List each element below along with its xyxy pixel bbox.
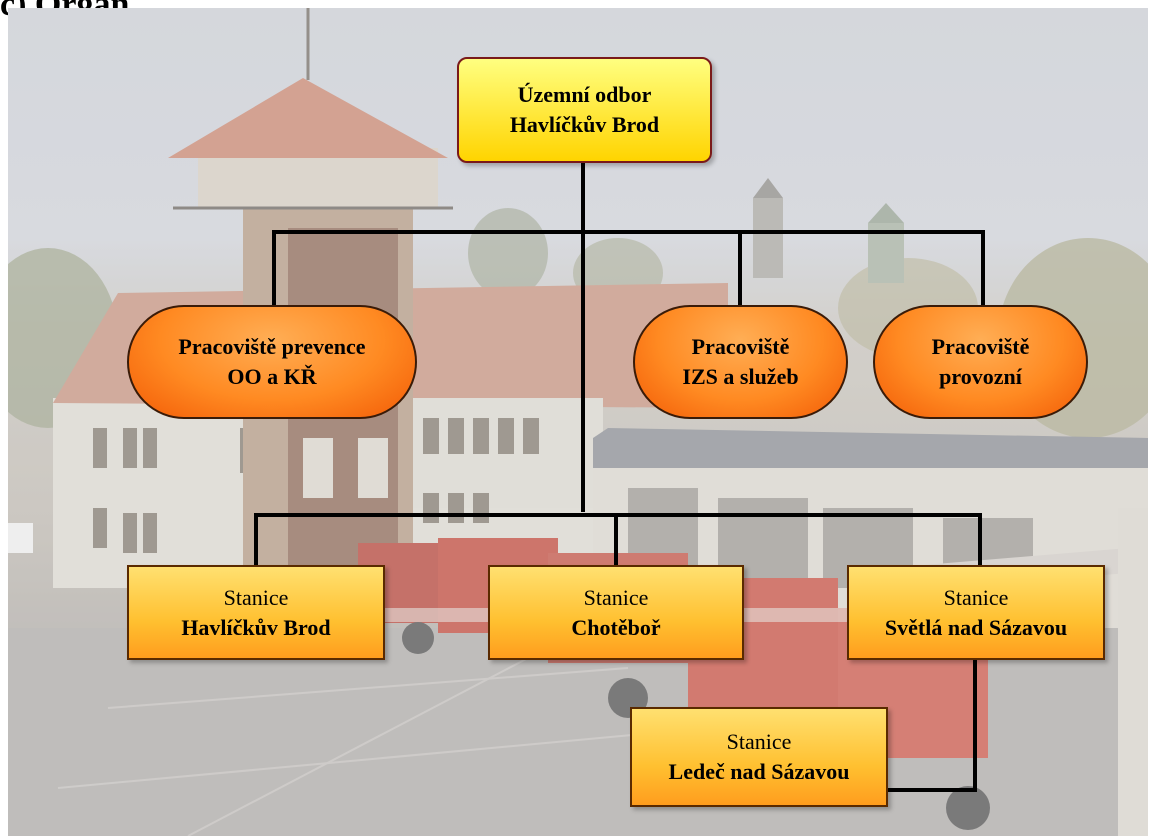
station-ledec-line2: Ledeč nad Sázavou <box>668 759 850 784</box>
department-provozni-line2: provozní <box>939 364 1022 389</box>
department-prevence-line1: Pracoviště prevence <box>178 334 366 359</box>
station-chotebor-line2: Chotěboř <box>571 614 661 640</box>
org-root-node: Územní odbor Havlíčkův Brod <box>457 57 712 163</box>
station-havlickuv-brod-line1: Stanice <box>223 584 289 610</box>
org-root-line1: Územní odbor <box>517 82 652 107</box>
department-prevence-node: Pracoviště prevence OO a KŘ <box>127 305 417 419</box>
department-izs-node: Pracoviště IZS a služeb <box>633 305 848 419</box>
station-svetla-line2: Světlá nad Sázavou <box>884 614 1068 640</box>
department-prevence-line2: OO a KŘ <box>227 364 317 389</box>
org-root-line2: Havlíčkův Brod <box>509 112 660 137</box>
station-svetla-node: Stanice Světlá nad Sázavou <box>847 565 1105 660</box>
department-provozni-line1: Pracoviště <box>931 334 1030 359</box>
department-izs-line2: IZS a služeb <box>682 364 799 389</box>
station-ledec-node: Stanice Ledeč nad Sázavou <box>630 707 888 807</box>
station-svetla-line1: Stanice <box>943 584 1009 610</box>
station-havlickuv-brod-node: Stanice Havlíčkův Brod <box>127 565 385 660</box>
department-provozni-node: Pracoviště provozní <box>873 305 1088 419</box>
station-ledec-line1: Stanice <box>726 729 792 754</box>
station-havlickuv-brod-line2: Havlíčkův Brod <box>181 614 331 640</box>
department-izs-line1: Pracoviště <box>691 334 790 359</box>
station-chotebor-node: Stanice Chotěboř <box>488 565 744 660</box>
station-chotebor-line1: Stanice <box>583 584 649 610</box>
